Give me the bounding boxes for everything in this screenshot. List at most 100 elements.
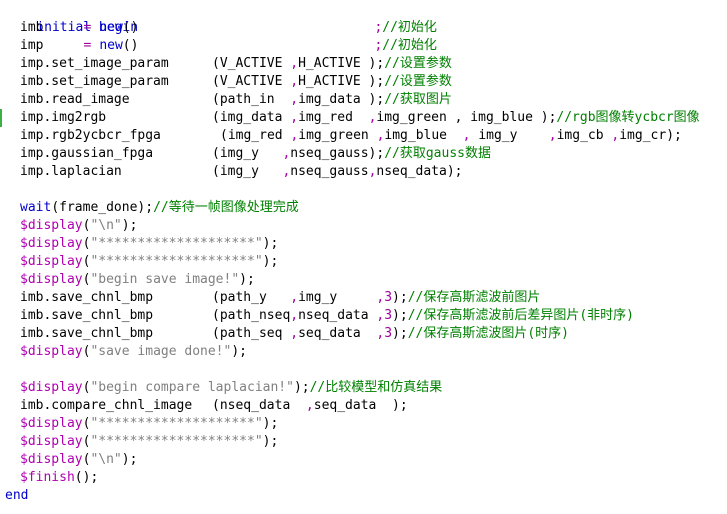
arguments: (nseq_data: [212, 398, 306, 413]
punctuation: );: [231, 344, 247, 359]
arguments: H_ACTIVE );: [298, 74, 385, 89]
code-line-16: $display("begin save image!");: [20, 271, 255, 289]
punctuation: );: [262, 254, 279, 269]
operator: =: [83, 38, 92, 53]
keyword: wait: [20, 200, 52, 215]
code-line-12: wait(frame_done);//等待一帧图像处理完成: [20, 199, 299, 217]
punctuation: (: [82, 272, 91, 287]
code-line-1: initial begin: [5, 1, 138, 35]
string-literal: "begin save image!": [90, 272, 240, 287]
arguments: seq_data: [298, 326, 377, 341]
system-task: $display: [20, 236, 83, 251]
comment: //设置参数: [384, 74, 452, 89]
code-line-22: $display("begin compare laplacian!");//比…: [20, 379, 442, 397]
identifier: imb: [20, 20, 44, 35]
arguments: (path_y: [212, 290, 291, 305]
code-line-13: $display("\n");: [20, 217, 137, 235]
arguments: H_ACTIVE );: [298, 56, 385, 71]
code-line-2: imb=new();//初始化: [20, 19, 437, 37]
arguments: seq_data );: [313, 398, 408, 413]
string-literal: "********************": [90, 236, 263, 251]
code-line-27: $finish();: [20, 469, 98, 487]
punctuation: (: [82, 380, 91, 395]
code-line-20: $display("save image done!");: [20, 343, 247, 361]
punctuation: );: [293, 380, 310, 395]
code-line-26: $display("\n");: [20, 451, 137, 469]
comment: //保存高斯滤波图片(时序): [407, 326, 570, 341]
comment: //rgb图像转ycbcr图像: [556, 110, 700, 125]
punctuation: (: [82, 254, 91, 269]
method-call: imp.laplacian: [20, 164, 122, 179]
separator: ,: [290, 92, 299, 107]
string-literal: "save image done!": [90, 344, 232, 359]
string-literal: "begin compare laplacian!": [90, 380, 294, 395]
punctuation: (: [82, 236, 91, 251]
arguments: img_y: [298, 290, 377, 305]
arguments: img_cb: [556, 128, 612, 143]
comment: //等待一帧图像处理完成: [153, 200, 299, 215]
code-line-6: imb.read_image(path_in ,img_data );//获取图…: [20, 91, 452, 109]
punctuation: );: [392, 308, 408, 323]
method-call: imb.save_chnl_bmp: [20, 308, 154, 323]
punctuation: );: [239, 272, 255, 287]
arguments: img_cr);: [619, 128, 682, 143]
method-call: imb.compare_chnl_image: [20, 398, 193, 413]
arguments: img_green: [298, 128, 377, 143]
arguments: (img_y: [212, 146, 283, 161]
punctuation: );: [262, 416, 279, 431]
punctuation: );: [121, 452, 138, 467]
system-task: $display: [20, 452, 83, 467]
arguments: img_green , img_blue );: [376, 110, 557, 125]
method-call: imb.read_image: [20, 92, 130, 107]
separator: ,: [290, 56, 299, 71]
string-literal: "********************": [90, 434, 263, 449]
code-line-8: imp.rgb2ycbcr_fpga(img_red ,img_green ,i…: [20, 128, 682, 143]
arguments: (img_red: [220, 128, 291, 143]
punctuation: (: [82, 218, 91, 233]
comment: //设置参数: [384, 56, 452, 71]
comment: //初始化: [382, 38, 437, 53]
system-task: $display: [20, 416, 83, 431]
string-literal: "\n": [90, 218, 122, 233]
arguments: (path_nseq: [212, 308, 291, 323]
punctuation: (: [82, 452, 91, 467]
system-task: $display: [20, 218, 83, 233]
comment: //比较模型和仿真结果: [309, 380, 443, 395]
arguments: (path_seq: [212, 326, 291, 341]
code-line-17: imb.save_chnl_bmp(path_y ,img_y ,3);//保存…: [20, 290, 541, 305]
punctuation: (: [82, 416, 91, 431]
code-line-18: imb.save_chnl_bmp(path_nseq,nseq_data ,3…: [20, 308, 635, 323]
code-line-23: imb.compare_chnl_image(nseq_data ,seq_da…: [20, 398, 408, 413]
code-line-25: $display("********************");: [20, 433, 278, 451]
system-task: $finish: [20, 470, 75, 485]
method-call: imb.set_image_param: [20, 74, 169, 89]
identifier: imp: [20, 38, 44, 53]
string-literal: "\n": [90, 452, 122, 467]
arguments: img_y: [470, 128, 549, 143]
comment: //保存高斯滤波前后差异图片(非时序): [407, 308, 635, 323]
system-task: $display: [20, 380, 83, 395]
code-line-15: $display("********************");: [20, 253, 278, 271]
method-call: imp.rgb2ycbcr_fpga: [20, 128, 161, 143]
punctuation: ;: [374, 38, 383, 53]
keyword: new: [99, 38, 123, 53]
arguments: (img_y: [212, 164, 283, 179]
code-line-3: imp=new();//初始化: [20, 37, 437, 55]
keyword: initial begin: [36, 20, 139, 35]
arguments: img_red: [298, 110, 369, 125]
operator: =: [83, 20, 92, 35]
arguments: nseq_data: [298, 308, 377, 323]
punctuation: );: [262, 434, 279, 449]
arguments: nseq_gauss);: [290, 146, 385, 161]
punctuation: );: [392, 326, 408, 341]
code-line-5: imb.set_image_param(V_ACTIVE ,H_ACTIVE )…: [20, 73, 452, 91]
punctuation: (): [122, 20, 139, 35]
arguments: img_blue: [384, 128, 463, 143]
code-line-9: imp.gaussian_fpga(img_y ,nseq_gauss);//获…: [20, 146, 491, 161]
system-task: $display: [20, 344, 83, 359]
punctuation: );: [262, 236, 279, 251]
punctuation: (frame_done);: [51, 200, 154, 215]
arguments: (V_ACTIVE: [212, 74, 291, 89]
method-call: imp.img2rgb: [20, 110, 107, 125]
